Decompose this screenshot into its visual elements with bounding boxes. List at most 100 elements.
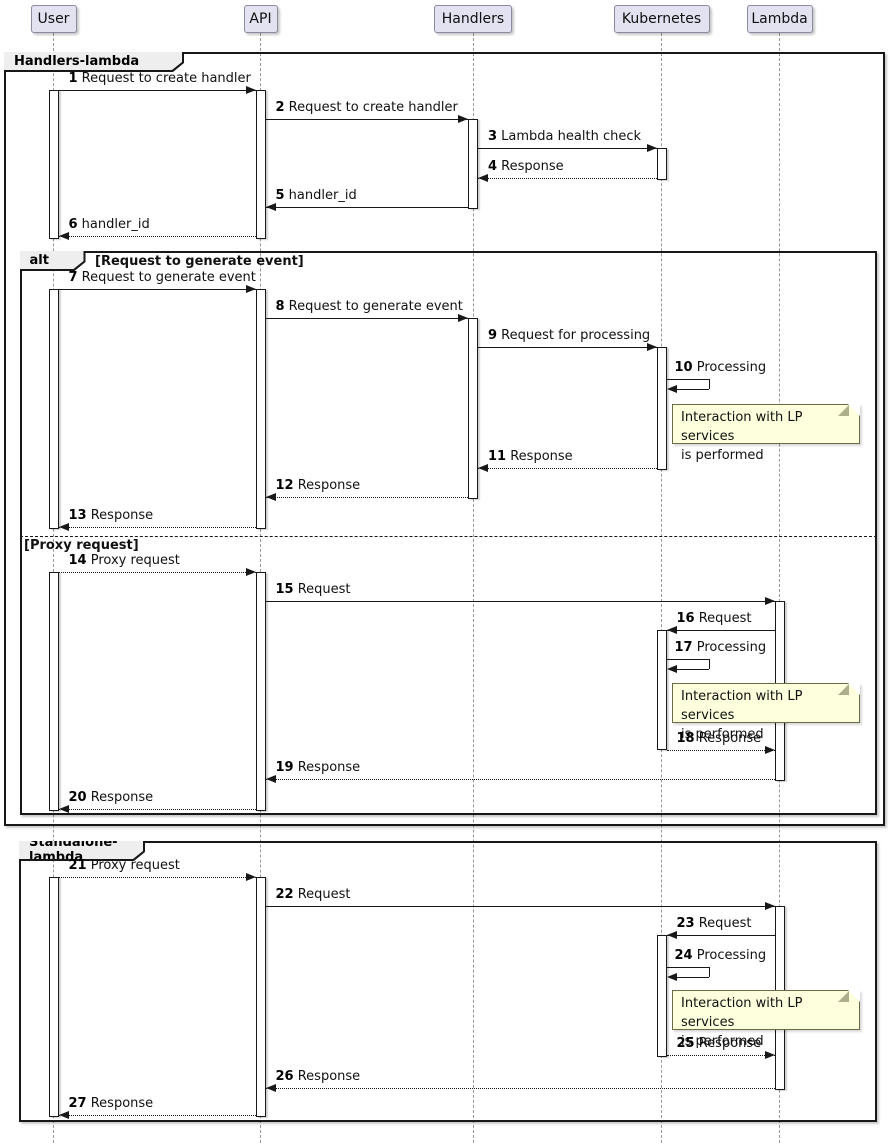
participant-lambda-label: Lambda	[751, 11, 808, 27]
message-8-label: 8 Request to generate event	[275, 299, 463, 314]
message-16-arrowhead	[666, 626, 677, 634]
message-23-arrowhead	[666, 931, 677, 939]
message-19-arrowhead	[265, 775, 276, 783]
participant-kubernetes-label: Kubernetes	[621, 11, 702, 27]
message-19-line	[265, 779, 775, 780]
alt-divider-line	[19, 536, 877, 537]
note-2: Interaction with LP services is performed	[672, 683, 860, 742]
lifeline-handlers	[472, 33, 474, 1143]
frame-title-handlers-lambda: Handlers-lambda	[4, 52, 182, 70]
message-7-label: 7 Request to generate event	[68, 270, 256, 285]
message-22-label: 22 Request	[275, 887, 351, 902]
frame-handlers-lambda	[4, 52, 885, 826]
message-3-line	[478, 148, 657, 149]
note-text-line: is performed	[681, 447, 764, 463]
note-text-line: Interaction with LP services	[681, 410, 803, 444]
message-11-line	[478, 468, 657, 469]
message-17-line-vert	[708, 659, 710, 669]
message-5-arrowhead	[265, 203, 276, 211]
message-25-line	[666, 1055, 775, 1056]
alt-divider-label: [Proxy request]	[24, 538, 139, 553]
lifeline-kubernetes	[661, 33, 662, 1143]
activation-bar-api-1	[255, 90, 266, 239]
note-fold-icon	[848, 404, 860, 416]
frame-title-alt: alt	[20, 251, 84, 269]
note-1: Interaction with LP services is performed	[672, 404, 860, 463]
message-5-line	[265, 207, 468, 208]
alt-condition-label: [Request to generate event]	[95, 254, 304, 269]
activation-bar-kubernetes-11	[656, 630, 667, 750]
note-text-line: Interaction with LP services	[681, 689, 803, 723]
message-2-label: 2 Request to create handler	[275, 100, 458, 115]
activation-bar-user-8	[48, 572, 59, 811]
message-1-label: 1 Request to create handler	[68, 71, 251, 86]
message-15-line	[265, 601, 775, 602]
message-7-line	[58, 289, 256, 290]
message-13-arrowhead	[58, 523, 69, 531]
message-9-label: 9 Request for processing	[488, 328, 651, 343]
message-21-arrowhead	[245, 873, 256, 881]
message-5-label: 5 handler_id	[275, 188, 357, 203]
note-text-line: Interaction with LP services	[681, 996, 803, 1030]
message-3-label: 3 Lambda health check	[488, 129, 641, 144]
message-10-line-back	[674, 389, 709, 390]
message-13-line	[58, 527, 256, 528]
note-text-line: is performed	[681, 726, 764, 742]
lifeline-lambda	[779, 33, 780, 1143]
message-15-arrowhead	[764, 597, 775, 605]
message-14-line	[58, 572, 256, 573]
participant-user-label: User	[37, 11, 70, 27]
message-26-line	[265, 1088, 775, 1089]
message-14-arrowhead	[245, 568, 256, 576]
message-6-line	[58, 236, 256, 237]
message-26-arrowhead	[265, 1084, 276, 1092]
message-24-line-vert	[708, 967, 710, 977]
message-12-arrowhead	[265, 493, 276, 501]
note-fold-icon	[848, 683, 860, 695]
note-fold-icon	[848, 990, 860, 1002]
message-7-arrowhead	[245, 285, 256, 293]
message-4-arrowhead	[478, 174, 488, 182]
message-10-label: 10 Processing	[674, 360, 767, 375]
message-14-label: 14 Proxy request	[68, 553, 180, 568]
message-3-arrowhead	[646, 144, 657, 152]
message-23-label: 23 Request	[676, 916, 752, 931]
message-21-label: 21 Proxy request	[68, 858, 180, 873]
message-17-line-back	[674, 669, 709, 670]
frame-alt	[19, 251, 877, 815]
message-24-label: 24 Processing	[674, 948, 767, 963]
message-22-line	[265, 906, 775, 907]
message-24-line-back	[674, 977, 709, 978]
participant-handlers-box: Handlers	[434, 5, 512, 33]
activation-bar-api-13	[255, 877, 266, 1117]
frame-title-standalone-lambda: Standalone-lambda	[19, 841, 143, 859]
message-21-line	[58, 877, 256, 878]
message-2-line	[265, 119, 468, 120]
message-27-arrowhead	[58, 1111, 69, 1119]
message-11-arrowhead	[478, 464, 488, 472]
message-10-arrowhead	[666, 385, 677, 393]
message-24-line-out	[666, 967, 709, 968]
message-27-label: 27 Response	[68, 1096, 154, 1111]
activation-bar-kubernetes-15	[656, 935, 667, 1057]
participant-api-box: API	[243, 5, 278, 33]
frame-tab-alt: alt	[20, 251, 86, 271]
message-20-arrowhead	[58, 805, 69, 813]
participant-user-box: User	[30, 5, 77, 33]
activation-bar-user-12	[48, 877, 59, 1117]
activation-bar-api-9	[255, 572, 266, 811]
activation-bar-user-4	[48, 289, 59, 529]
message-9-arrowhead	[646, 343, 657, 351]
message-10-line-out	[666, 379, 709, 380]
message-19-label: 19 Response	[275, 760, 361, 775]
message-24-arrowhead	[666, 973, 677, 981]
message-20-line	[58, 809, 256, 810]
message-25-arrowhead	[764, 1051, 775, 1059]
message-8-arrowhead	[458, 314, 468, 322]
message-15-label: 15 Request	[275, 582, 351, 597]
participant-kubernetes-box: Kubernetes	[613, 5, 710, 33]
message-16-label: 16 Request	[676, 611, 752, 626]
participant-handlers-label: Handlers	[441, 11, 505, 27]
activation-bar-kubernetes-7	[656, 347, 667, 470]
